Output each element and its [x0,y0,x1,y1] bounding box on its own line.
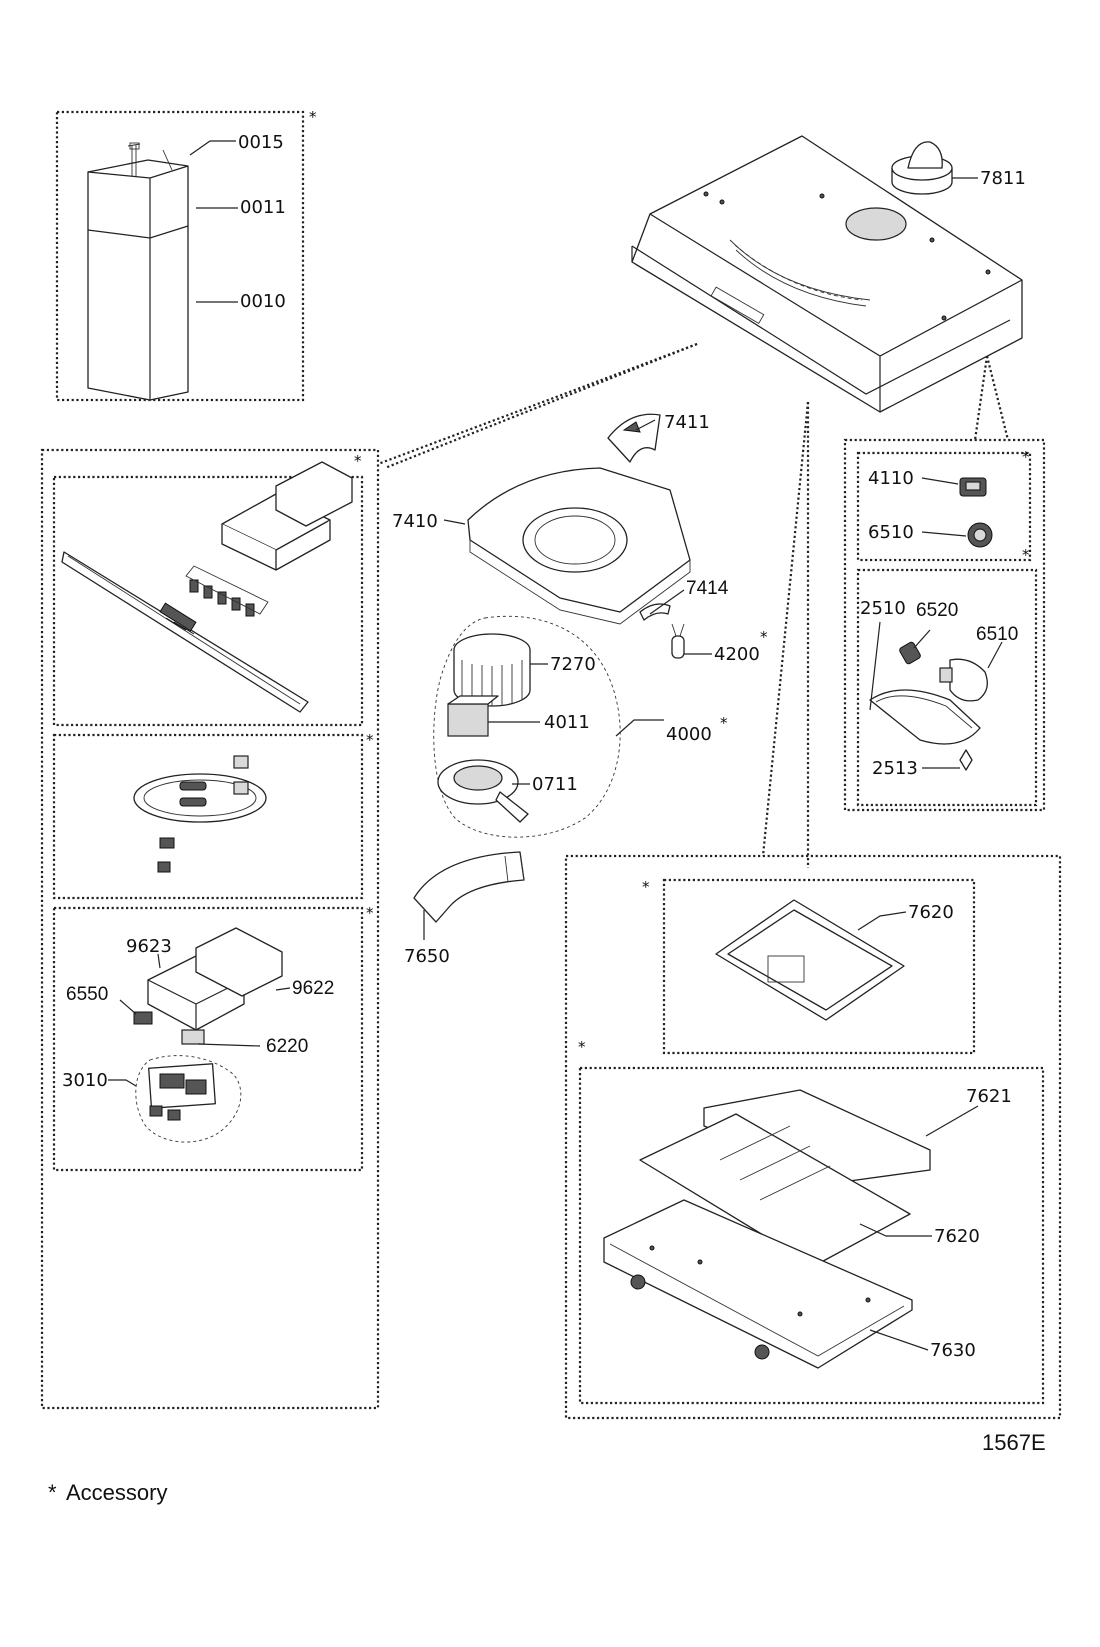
label-0711: 0711 [532,774,578,795]
grease-filter-box [662,878,976,1055]
accessory-marker: * [1022,448,1030,466]
diagram-code: 1567E [982,1430,1046,1455]
control-panel-3-illustration [133,927,283,1121]
blower-housing-illustration [467,413,691,659]
label-7411: 7411 [664,412,710,433]
label-4000: 4000 [666,724,712,745]
label-2510: 2510 [860,598,906,619]
label-6510-knob: 6510 [868,522,914,543]
label-0015: 0015 [238,132,284,153]
label-9623: 9623 [126,936,172,957]
label-6510-lamp: 6510 [976,624,1018,645]
accessory-marker: * [309,108,317,126]
label-0010: 0010 [240,291,286,312]
label-7650: 7650 [404,946,450,967]
part-labels: 0015 0011 0010 7811 7411 7410 7414 7270 … [62,132,1026,1361]
label-7621: 7621 [966,1086,1012,1107]
control-panel-2-illustration [133,755,267,873]
control-variant-2-box [52,733,364,900]
accessory-marker: * [578,1038,586,1056]
group-boxes [40,110,1062,1420]
accessory-marker: * [354,452,362,470]
leader-lines [108,140,1003,1351]
label-7270: 7270 [550,654,596,675]
label-6550: 6550 [66,984,108,1005]
label-7410: 7410 [392,511,438,532]
chimney-illustration [87,142,189,401]
label-2513: 2513 [872,758,918,779]
motor-assembly-illustration [437,633,531,823]
label-7811: 7811 [980,168,1026,189]
label-4110: 4110 [868,468,914,489]
control-panel-group-box [40,448,380,1410]
accessory-markers: * * * * * * * * * * [309,108,1030,1056]
control-variant-1-box [52,475,364,727]
legend-marker: * [48,1480,57,1505]
range-hood-body [631,135,1023,413]
control-variant-3-box [52,906,364,1172]
label-9622: 9622 [292,978,334,999]
label-6220: 6220 [266,1036,308,1057]
lamp-illustration [869,641,988,771]
accessory-marker: * [366,904,374,922]
accessory-marker: * [642,878,650,896]
carbon-filter-box [578,1066,1045,1405]
motor-assembly-outline [433,615,621,838]
label-7414: 7414 [686,578,729,599]
switch-module-outline [135,1055,242,1143]
label-4200: 4200 [714,644,760,665]
switch-knob-box [856,451,1032,562]
air-guide-illustration [413,851,525,923]
damper-illustration [891,141,953,195]
legend: * Accessory [48,1480,167,1505]
label-7620-carbon: 7620 [934,1226,980,1247]
chimney-box [55,110,305,402]
carbon-filter-illustration [603,1089,931,1369]
label-4011: 4011 [544,712,590,733]
switch-knob-illustration [959,477,993,548]
hood-leaders [377,342,1010,868]
label-0011: 0011 [240,197,286,218]
label-7620-grease: 7620 [908,902,954,923]
label-3010: 3010 [62,1070,108,1091]
label-6520: 6520 [916,600,958,621]
accessory-marker: * [1022,546,1030,564]
accessory-marker: * [720,714,728,732]
accessory-marker: * [366,731,374,749]
legend-text: Accessory [66,1480,167,1505]
accessory-marker: * [760,628,768,646]
label-7630: 7630 [930,1340,976,1361]
control-panel-1-illustration [61,461,353,713]
filter-group-box [564,854,1062,1420]
grease-filter-illustration [715,899,905,1021]
